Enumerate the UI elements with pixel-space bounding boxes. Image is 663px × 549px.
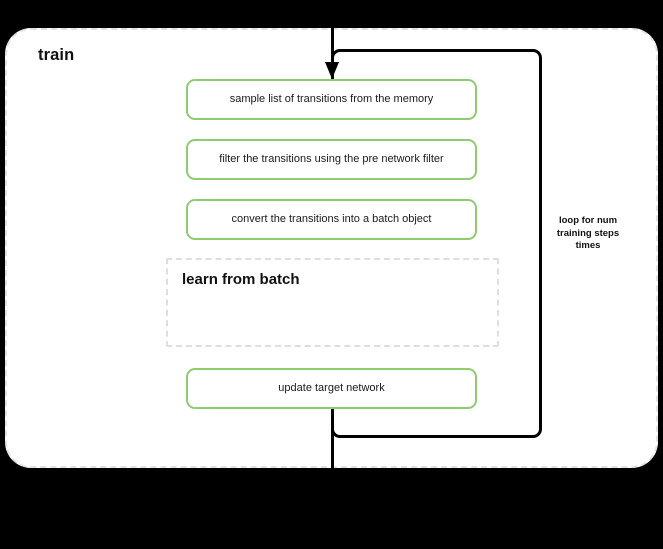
loop-caption-line-2: training steps [556,227,620,239]
learn-from-batch-subprocess[interactable]: learn from batch [166,258,499,347]
step-update-target-network[interactable]: update target network [186,368,477,409]
step-label: convert the transitions into a batch obj… [231,212,432,225]
loop-right-line [539,58,542,429]
train-title: train [38,46,75,64]
learn-title-line-1: learn from [182,271,256,288]
step-label: sample list of transitions from the memo… [229,92,434,105]
entry-flow-line [331,0,334,82]
step-filter-transitions[interactable]: filter the transitions using the pre net… [186,139,477,180]
step-convert-to-batch-object[interactable]: convert the transitions into a batch obj… [186,199,477,240]
step-sample-list-of-transitions[interactable]: sample list of transitions from the memo… [186,79,477,120]
exit-flow-line [331,406,334,469]
learn-title-line-2: batch [259,271,300,288]
learn-from-batch-title: learn from batch [182,269,332,292]
loop-caption-line-3: times [575,240,601,252]
entry-arrowhead-icon [325,62,339,79]
loop-caption: loop for num training steps times [546,215,630,253]
loop-caption-line-1: loop for num [558,215,618,226]
step-label: update target network [278,381,385,394]
loop-bottom-right-corner [524,420,542,438]
step-label: filter the transitions using the pre net… [219,152,444,165]
loop-top-line [340,49,532,52]
loop-bottom-line [340,435,532,438]
